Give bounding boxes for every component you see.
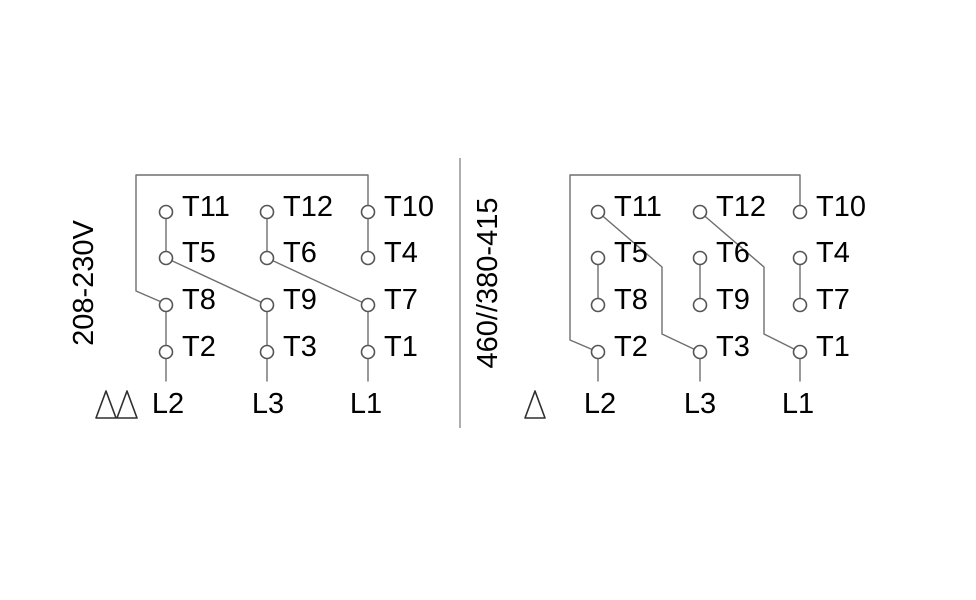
terminal-label: T5 [182,237,216,269]
terminal-label: T4 [384,237,418,269]
terminal-label: T6 [716,237,750,269]
terminal-label: T12 [716,191,766,223]
terminal-label: T10 [384,191,434,223]
right-voltage-label: 460//380-415 [472,197,504,369]
line-label: L1 [781,388,815,420]
line-label: L3 [683,388,717,420]
terminal-label: T2 [614,331,648,363]
double-delta-icon [95,390,138,419]
terminal-label: T5 [614,237,648,269]
terminal-label: T3 [283,331,317,363]
terminal-label: T8 [614,284,648,316]
left-voltage-label: 208-230V [68,220,100,346]
terminal-label: T11 [182,191,230,223]
line-label: L2 [583,388,617,420]
terminal-label: T1 [384,331,418,363]
terminal-label: T2 [182,331,216,363]
terminal-label: T6 [283,237,317,269]
left-diagram-terminal-circles [158,204,376,360]
terminal-label: T9 [283,284,317,316]
line-label: L1 [349,388,383,420]
right-diagram-terminal-circles [590,204,808,360]
terminal-label: T7 [816,284,850,316]
terminal-label: T10 [816,191,866,223]
delta-icon [524,390,546,419]
terminal-label: T9 [716,284,750,316]
terminal-label: T12 [283,191,333,223]
line-label: L3 [251,388,285,420]
terminal-label: T8 [182,284,216,316]
line-label: L2 [151,388,185,420]
terminal-label: T4 [816,237,850,269]
terminal-label: T7 [384,284,418,316]
terminal-label: T3 [716,331,750,363]
terminal-label: T1 [816,331,850,363]
terminal-label: T11 [614,191,662,223]
